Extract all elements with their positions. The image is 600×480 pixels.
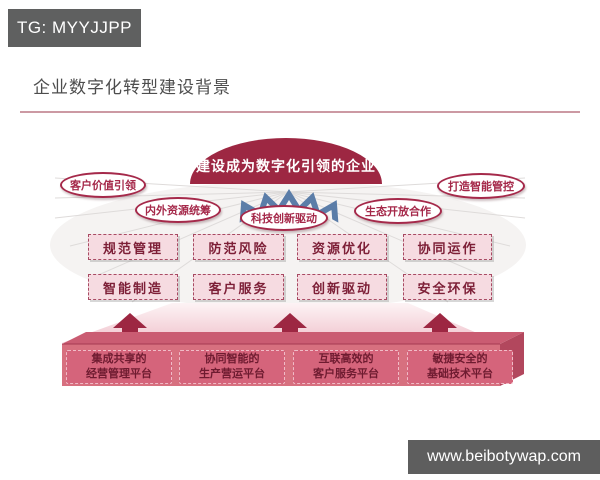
platform-line2: 客户服务平台 — [313, 368, 379, 380]
platform-customer-service: 互联高效的 客户服务平台 — [293, 350, 399, 384]
driver-tech-innovation: 科技创新驱动 — [240, 205, 328, 231]
page-title: 企业数字化转型建设背景 — [33, 78, 231, 97]
driver-smart-control: 打造智能管控 — [437, 173, 525, 199]
platform-business-management: 集成共享的 经营管理平台 — [66, 350, 172, 384]
platform-line2: 经营管理平台 — [86, 368, 152, 380]
driver-resource-coordination: 内外资源统筹 — [135, 197, 221, 223]
capability-safety-environment: 安全环保 — [403, 274, 492, 300]
platform-line1: 敏捷安全的 — [432, 353, 488, 365]
platform-line1: 集成共享的 — [91, 353, 147, 365]
tg-watermark-banner: TG: MYYJJPP — [8, 9, 141, 47]
capability-collaborative-operation: 协同运作 — [403, 234, 492, 260]
up-arrow-icons — [113, 313, 457, 344]
capability-risk-prevention: 防范风险 — [193, 234, 284, 260]
capability-standard-management: 规范管理 — [88, 234, 178, 260]
platform-line1: 协同智能的 — [204, 353, 260, 365]
platform-line2: 生产营运平台 — [199, 368, 265, 380]
vision-dome — [190, 138, 382, 184]
driver-open-ecosystem: 生态开放合作 — [354, 198, 442, 224]
capability-innovation-driven: 创新驱动 — [297, 274, 387, 300]
driver-customer-value: 客户价值引领 — [60, 172, 146, 198]
platform-line2: 基础技术平台 — [427, 368, 493, 380]
url-watermark-banner: www.beibotywap.com — [408, 440, 600, 474]
platform-production-operation: 协同智能的 生产营运平台 — [179, 350, 285, 384]
platform-line1: 互联高效的 — [318, 353, 374, 365]
vision-statement: 建设成为数字化引领的企业 — [196, 158, 376, 174]
url-watermark-label: www.beibotywap.com — [427, 448, 581, 465]
platform-basic-technology: 敏捷安全的 基础技术平台 — [407, 350, 513, 384]
title-divider — [20, 111, 580, 113]
tg-watermark-label: TG: MYYJJPP — [16, 18, 133, 37]
capability-smart-manufacturing: 智能制造 — [88, 274, 178, 300]
capability-customer-service: 客户服务 — [193, 274, 284, 300]
capability-resource-optimization: 资源优化 — [297, 234, 387, 260]
